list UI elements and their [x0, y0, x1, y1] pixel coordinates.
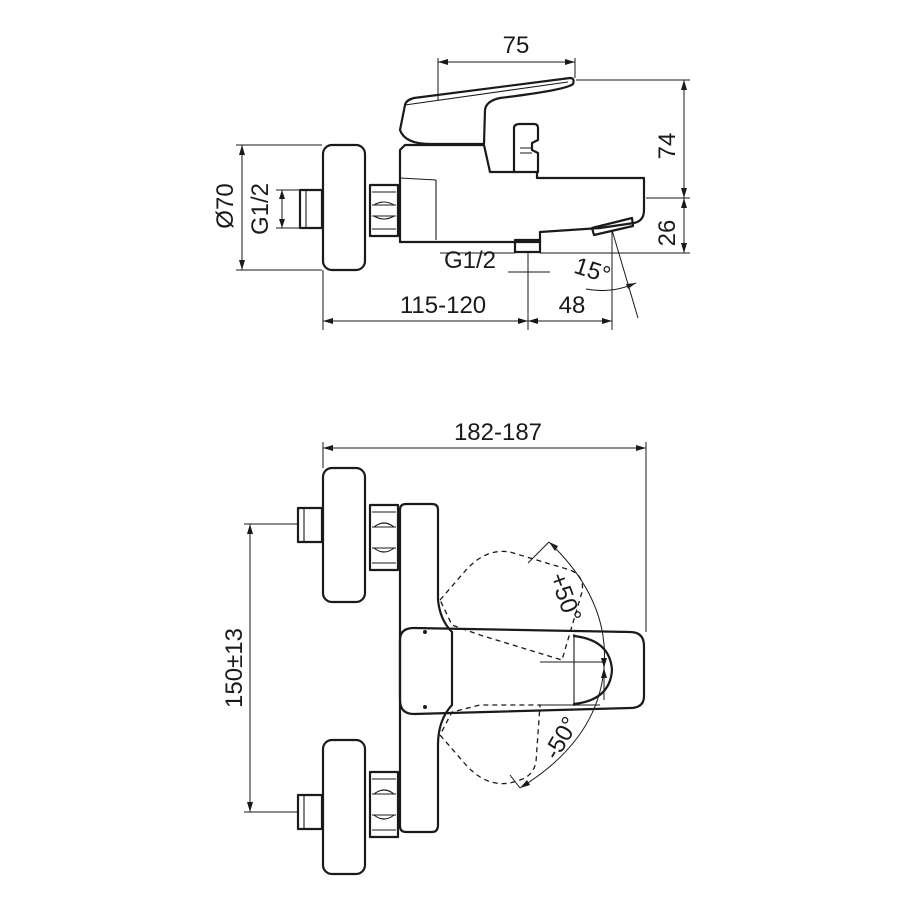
- hex-nut: [368, 183, 400, 238]
- dim-top-width: 75: [503, 32, 530, 59]
- spout-aerator: [590, 216, 635, 237]
- lever-handle-top: [398, 626, 646, 716]
- mixer-body: [398, 143, 646, 244]
- dim-height-spout: 26: [654, 220, 681, 247]
- dim-rosette-diameter: Ø70: [212, 183, 239, 228]
- top-view: [296, 466, 646, 876]
- lever-ghost-minus: [439, 704, 541, 785]
- lever-handle: [398, 76, 575, 146]
- dim-spout-angle: 15°: [571, 252, 614, 289]
- dim-wall-to-outlet: 115-120: [400, 292, 486, 319]
- mixer-body-top: [398, 502, 454, 834]
- upper-inlet-pipe: [296, 506, 324, 544]
- dim-total-width: 182-187: [454, 419, 542, 446]
- lower-rosette: [321, 738, 367, 876]
- dim-inlet-spacing: 150±13: [221, 628, 248, 708]
- top-view-dimensions: 182-187 150±13 +50° -50°: [221, 419, 647, 813]
- lever-ghost-plus: [439, 550, 584, 661]
- wall-rosette: [321, 143, 367, 272]
- upper-rosette: [321, 466, 367, 604]
- upper-hex-nut: [368, 503, 400, 572]
- side-view: [298, 76, 646, 272]
- inlet-pipe: [298, 188, 324, 230]
- lower-hex-nut: [368, 770, 400, 839]
- dim-outlet-thread: G1/2: [444, 247, 496, 274]
- side-view-dimensions: 75 74 26 Ø70 G1/2 G1/2 15°: [212, 32, 690, 330]
- diverter-knob: [512, 122, 540, 174]
- dim-height-body: 74: [654, 133, 681, 160]
- lower-inlet-pipe: [296, 793, 324, 831]
- dim-outlet-offset: 48: [559, 292, 586, 319]
- dim-inlet-thread: G1/2: [247, 183, 274, 235]
